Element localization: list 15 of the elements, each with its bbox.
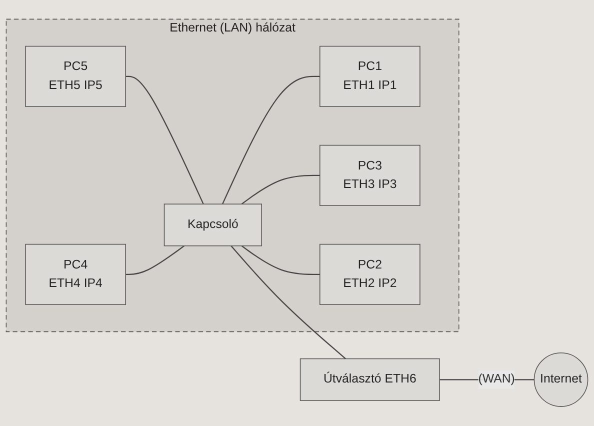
connector xyxy=(222,76,320,204)
connector xyxy=(241,246,320,276)
node-box: PC3 ETH3 IP3 xyxy=(320,145,420,206)
node-box: Kapcsoló xyxy=(164,204,262,246)
connector xyxy=(230,246,346,360)
edge-label: (WAN) xyxy=(478,372,515,386)
node-circle: Internet xyxy=(534,352,588,408)
node-box: PC4 ETH4 IP4 xyxy=(25,244,126,306)
connector xyxy=(126,76,204,204)
node-box: PC2 ETH2 IP2 xyxy=(320,244,420,306)
node-box: PC5 ETH5 IP5 xyxy=(25,46,126,108)
connector xyxy=(241,175,320,205)
node-box: Útválasztó ETH6 xyxy=(300,358,440,402)
connector xyxy=(126,246,185,276)
node-box: PC1 ETH1 IP1 xyxy=(320,46,420,108)
